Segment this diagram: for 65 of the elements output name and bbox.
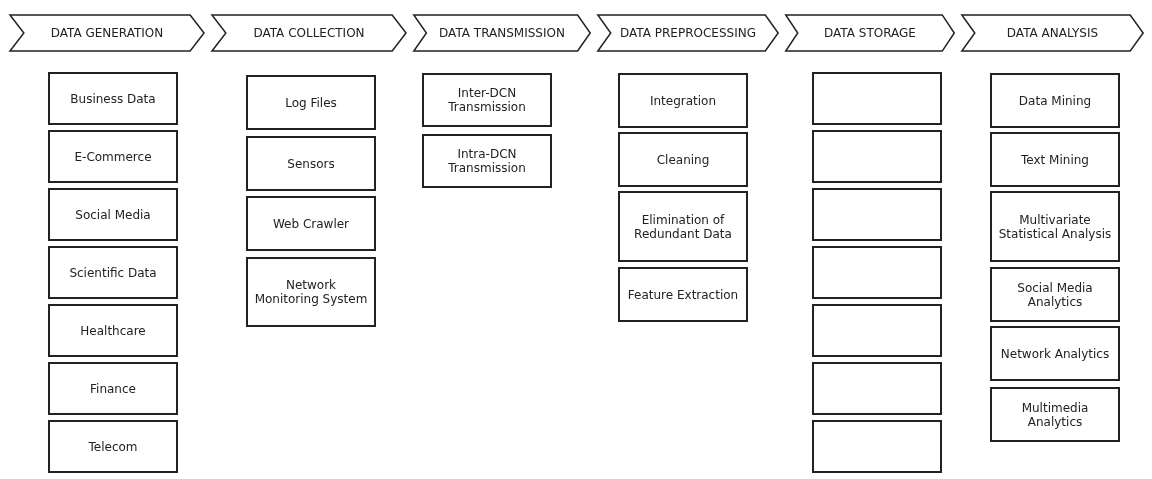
item-box	[618, 267, 748, 322]
item-box	[422, 73, 552, 127]
stage-header	[210, 14, 408, 52]
empty-box	[812, 130, 942, 183]
stage-header	[960, 14, 1145, 52]
item-box	[990, 387, 1120, 442]
item-box	[48, 420, 178, 473]
item-label: Finance	[90, 381, 136, 396]
empty-box	[812, 304, 942, 357]
item-box	[990, 191, 1120, 262]
stage-header	[784, 14, 956, 52]
stage-title: DATA PREPROCESSING	[620, 26, 756, 40]
item-label: Cleaning	[656, 152, 710, 167]
item-label: Feature Extraction	[627, 287, 739, 302]
empty-box	[812, 420, 942, 473]
stage-title: DATA STORAGE	[824, 26, 916, 40]
stage-title: DATA ANALYSIS	[1006, 26, 1099, 40]
stage-header	[8, 14, 206, 52]
item-label: Log Files	[285, 95, 337, 110]
stage-title: DATA GENERATION	[50, 26, 164, 40]
item-box	[422, 134, 552, 188]
stage-header	[596, 14, 780, 52]
empty-box	[812, 246, 942, 299]
item-label: Scientific Data	[69, 265, 157, 280]
item-label: Sensors	[287, 156, 335, 171]
item-label: Integration	[649, 93, 717, 108]
item-box	[48, 130, 178, 183]
item-box	[48, 188, 178, 241]
item-box	[990, 326, 1120, 381]
item-label: Web Crawler	[272, 216, 350, 231]
item-box	[48, 72, 178, 125]
item-label: Telecom	[88, 439, 138, 454]
item-label: Multimedia Analytics	[1020, 400, 1090, 429]
item-label: Business Data	[70, 91, 156, 106]
item-box	[990, 267, 1120, 322]
item-label: E-Commerce	[74, 149, 152, 164]
item-box	[246, 136, 376, 191]
stage-header	[412, 14, 592, 52]
item-label: Multivariate Statistical Analysis	[998, 212, 1112, 241]
item-box	[246, 196, 376, 251]
item-label: Data Mining	[1018, 93, 1092, 108]
item-label: Inter-DCN Transmission	[447, 86, 527, 114]
item-box	[48, 362, 178, 415]
item-label: Network Analytics	[1000, 346, 1110, 361]
empty-box	[812, 188, 942, 241]
item-box	[990, 73, 1120, 128]
item-label: Social Media Analytics	[1016, 280, 1094, 309]
empty-box	[812, 362, 942, 415]
item-label: Healthcare	[80, 323, 146, 338]
item-box	[246, 257, 376, 327]
item-label: Elimination of Redundant Data	[633, 212, 733, 241]
item-box	[618, 73, 748, 128]
item-box	[618, 132, 748, 187]
stage-title: DATA TRANSMISSION	[439, 26, 565, 40]
item-box	[990, 132, 1120, 187]
item-box	[246, 75, 376, 130]
stage-title: DATA COLLECTION	[253, 26, 365, 40]
item-label: Social Media	[75, 207, 151, 222]
item-label: Intra-DCN Transmission	[447, 147, 527, 175]
item-box	[48, 304, 178, 357]
item-label: Text Mining	[1021, 152, 1089, 167]
item-box	[618, 191, 748, 262]
item-label: Network Monitoring System	[254, 278, 368, 306]
item-box	[48, 246, 178, 299]
empty-box	[812, 72, 942, 125]
